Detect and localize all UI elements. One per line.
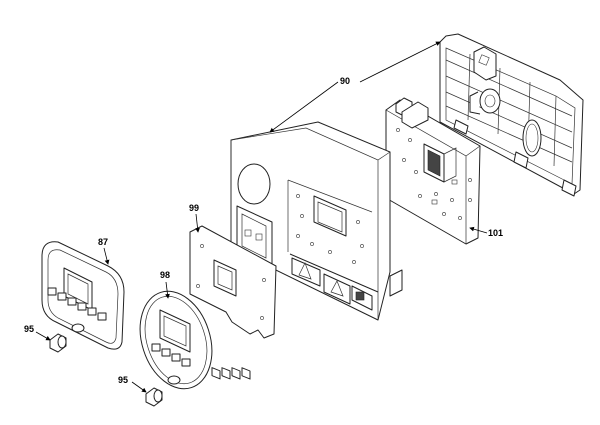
knob-upper [49,333,67,353]
callout-99: 99 [189,203,199,213]
knob-lower [145,387,163,407]
callout-95-lower: 95 [118,375,128,385]
display-board [189,225,277,380]
round-face-plate [139,290,213,390]
control-enclosure [230,121,403,321]
main-circuit-board [385,97,481,245]
callout-87: 87 [98,237,108,247]
callout-90: 90 [340,76,350,86]
rear-mounting-frame [439,33,584,197]
callout-101: 101 [488,228,503,238]
callout-98: 98 [160,270,170,280]
front-face-plate [41,241,125,350]
callout-95-upper: 95 [24,324,34,334]
leader-lines [35,41,488,393]
